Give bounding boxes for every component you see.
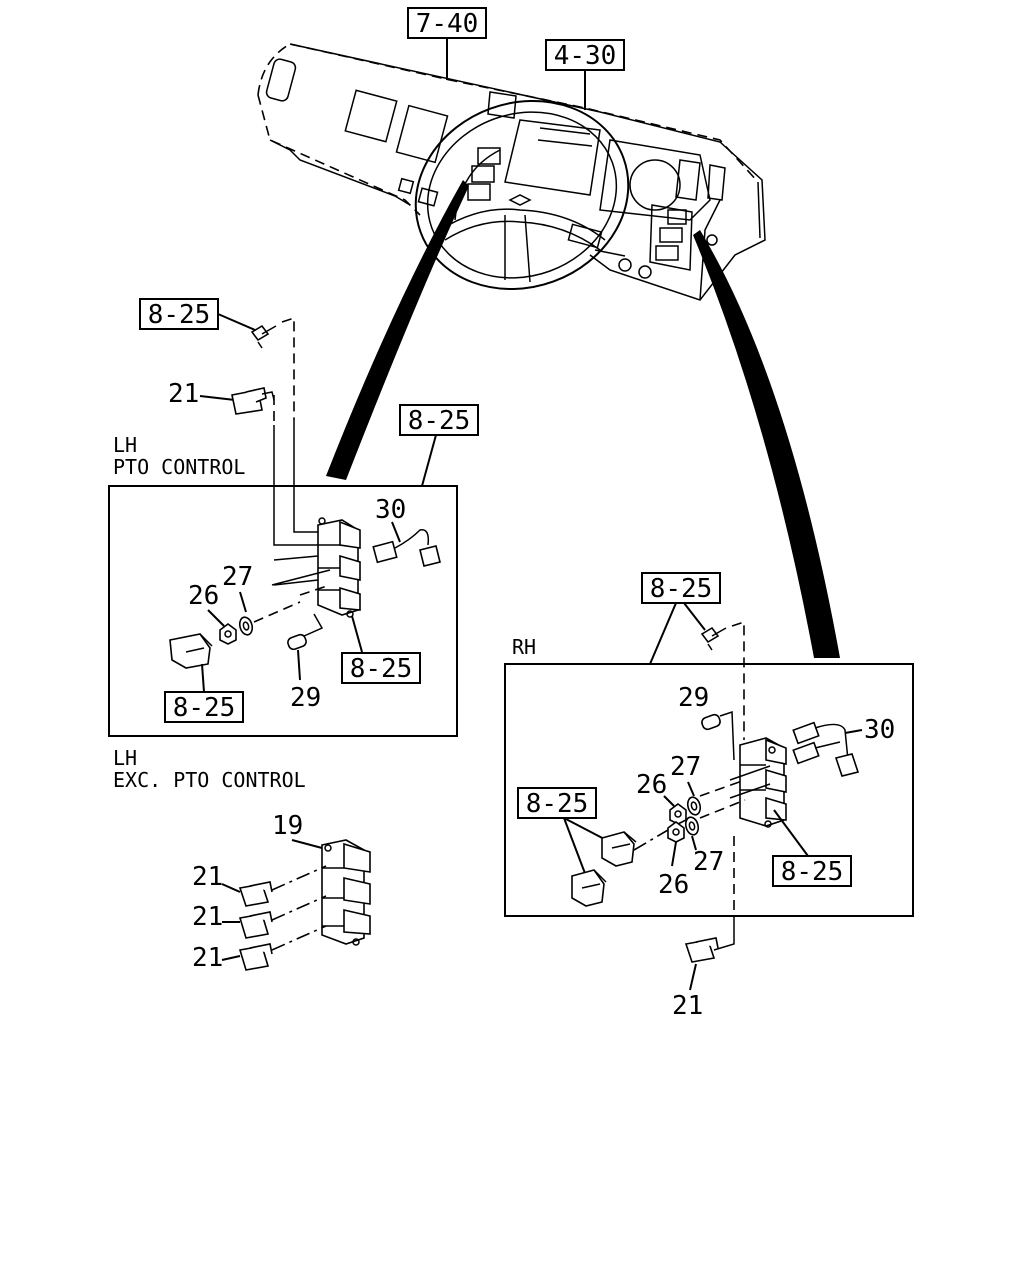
rh-nut-26-lower: 26 [658,821,689,900]
lh-pto-control-section: LH PTO CONTROL 8-25 21 [108,298,479,737]
svg-text:21: 21 [672,991,703,1021]
lh-connector-30: 30 [372,495,441,567]
rh-bulb-29: 29 [678,683,735,761]
lh-exc-label-title: EXC. PTO CONTROL [113,768,306,792]
svg-text:30: 30 [864,715,895,745]
rh-switch-bank [739,737,787,828]
lh-exc-label-side: LH [113,746,137,770]
ref-7-40: 7-40 [407,7,487,80]
svg-text:27: 27 [693,847,724,877]
svg-text:21: 21 [168,379,199,409]
lh-pto-label-side: LH [113,433,137,457]
lh-switch-ref: 8-25 [341,615,421,684]
svg-text:26: 26 [658,870,689,900]
svg-text:29: 29 [678,683,709,713]
svg-text:8-25: 8-25 [526,789,589,819]
rh-washer-27-lower: 27 [684,816,724,877]
lh-pto-label-title: PTO CONTROL [113,455,245,479]
svg-text:26: 26 [188,581,219,611]
svg-text:8-25: 8-25 [650,574,713,604]
svg-text:29: 29 [290,683,321,713]
lh-exc-pto-control-section: LH EXC. PTO CONTROL 19 21 21 [113,746,371,973]
lh-clip-21: 21 [168,379,275,415]
svg-text:8-25: 8-25 [408,406,471,436]
pointer-wedge-left [326,180,469,480]
svg-text:8-25: 8-25 [781,857,844,887]
ref-4-30: 4-30 [545,39,625,110]
rh-screw-ref: 8-25 [641,572,721,665]
rh-clip-21: 21 [672,937,719,1021]
pointer-wedge-right [693,230,840,658]
svg-text:30: 30 [375,495,406,525]
rh-cover-ref: 8-25 [517,787,611,877]
exc-switch-bank-19: 19 [272,811,371,946]
svg-text:27: 27 [222,562,253,592]
lh-nut-26: 26 [188,581,237,645]
rh-cover-lower [571,869,607,907]
lh-washer-27: 27 [222,562,253,636]
exc-clip-21-c: 21 [192,925,327,973]
lh-screw-ref: 8-25 [139,298,256,331]
exc-clip-21-a: 21 [192,862,327,907]
lh-cover-ref: 8-25 [164,691,244,723]
rh-frame [504,663,914,917]
svg-text:26: 26 [636,770,667,800]
dashboard-illustration [257,43,766,301]
svg-text:21: 21 [192,943,223,973]
svg-text:21: 21 [192,862,223,892]
svg-text:7-40: 7-40 [416,9,479,39]
svg-text:8-25: 8-25 [173,693,236,723]
lh-switch-bank [317,517,361,618]
lh-bulb-29: 29 [287,613,324,713]
rh-nut-26-upper: 26 [636,770,687,825]
svg-text:8-25: 8-25 [148,300,211,330]
rh-switch-ref: 8-25 [772,809,852,887]
rh-section: RH 8-25 29 [504,572,914,1021]
exc-clip-21-b: 21 [192,895,327,939]
lh-group-ref: 8-25 [399,404,479,487]
rh-washer-27-upper: 27 [670,752,701,816]
lh-screw-part [250,324,277,349]
lh-cover-part [169,633,213,693]
rh-screw-part [700,626,727,651]
svg-text:21: 21 [192,902,223,932]
svg-text:8-25: 8-25 [350,654,413,684]
svg-text:19: 19 [272,811,303,841]
rh-label: RH [512,635,536,659]
rh-connector-30: 30 [792,715,895,777]
svg-text:27: 27 [670,752,701,782]
svg-text:4-30: 4-30 [554,41,617,71]
rh-cover-upper [601,829,669,867]
lh-pto-frame [108,485,458,737]
